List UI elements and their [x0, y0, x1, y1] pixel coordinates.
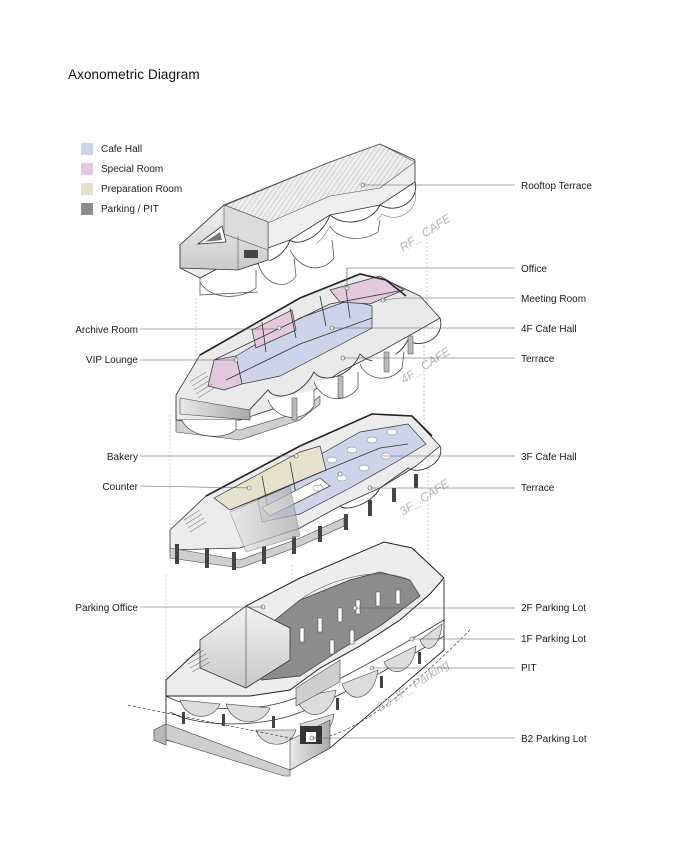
- label-counter: Counter: [102, 482, 138, 493]
- legend-swatch-special-room: [81, 163, 93, 175]
- label-vip-lounge: VIP Lounge: [86, 355, 139, 366]
- label-b2-parking-lot: B2 Parking Lot: [521, 734, 587, 745]
- legend-swatch-cafe-hall: [81, 143, 93, 155]
- floor-tag-rf: RF_ CAFE: [397, 211, 454, 255]
- legend-item-cafe-hall: Cafe Hall: [81, 139, 182, 159]
- label-archive-room: Archive Room: [75, 325, 138, 336]
- label-4f-cafe-hall: 4F Cafe Hall: [521, 324, 577, 335]
- page-title: Axonometric Diagram: [68, 67, 200, 82]
- label-1f-parking-lot: 1F Parking Lot: [521, 634, 586, 645]
- label-2f-parking-lot: 2F Parking Lot: [521, 603, 586, 614]
- level-3f: [169, 413, 442, 570]
- legend-swatch-preparation-room: [81, 183, 93, 195]
- floor-tag-4f: 4F_ CAFE: [398, 344, 453, 387]
- label-3f-cafe-hall: 3F Cafe Hall: [521, 452, 577, 463]
- legend-item-special-room: Special Room: [81, 159, 182, 179]
- leader-lines: [139, 184, 515, 739]
- label-rooftop-terrace: Rooftop Terrace: [521, 181, 592, 192]
- legend-label: Cafe Hall: [101, 143, 143, 155]
- legend-item-preparation-room: Preparation Room: [81, 179, 182, 199]
- roof-level: [179, 143, 417, 297]
- legend-label: Special Room: [101, 163, 164, 175]
- label-office: Office: [521, 264, 547, 275]
- label-pit: PIT: [521, 663, 537, 674]
- legend: Cafe Hall Special Room Preparation Room …: [81, 139, 182, 219]
- level-parking: [127, 541, 471, 777]
- floor-tag-b2-2f: B2-2F_ Parking: [374, 657, 452, 714]
- floor-tag-3f: 3F_ CAFE: [397, 476, 452, 519]
- level-4f: [175, 273, 442, 441]
- label-parking-office: Parking Office: [75, 603, 138, 614]
- label-meeting-room: Meeting Room: [521, 294, 586, 305]
- labels-left: Archive Room VIP Lounge Bakery Counter P…: [75, 325, 138, 614]
- legend-label: Parking / PIT: [101, 203, 159, 215]
- label-3f-terrace: Terrace: [521, 483, 555, 494]
- labels-right: Rooftop Terrace Office Meeting Room 4F C…: [521, 181, 592, 745]
- label-4f-terrace: Terrace: [521, 354, 555, 365]
- legend-swatch-parking-pit: [81, 203, 93, 215]
- label-bakery: Bakery: [107, 452, 138, 463]
- legend-label: Preparation Room: [101, 183, 183, 195]
- legend-item-parking-pit: Parking / PIT: [81, 199, 182, 219]
